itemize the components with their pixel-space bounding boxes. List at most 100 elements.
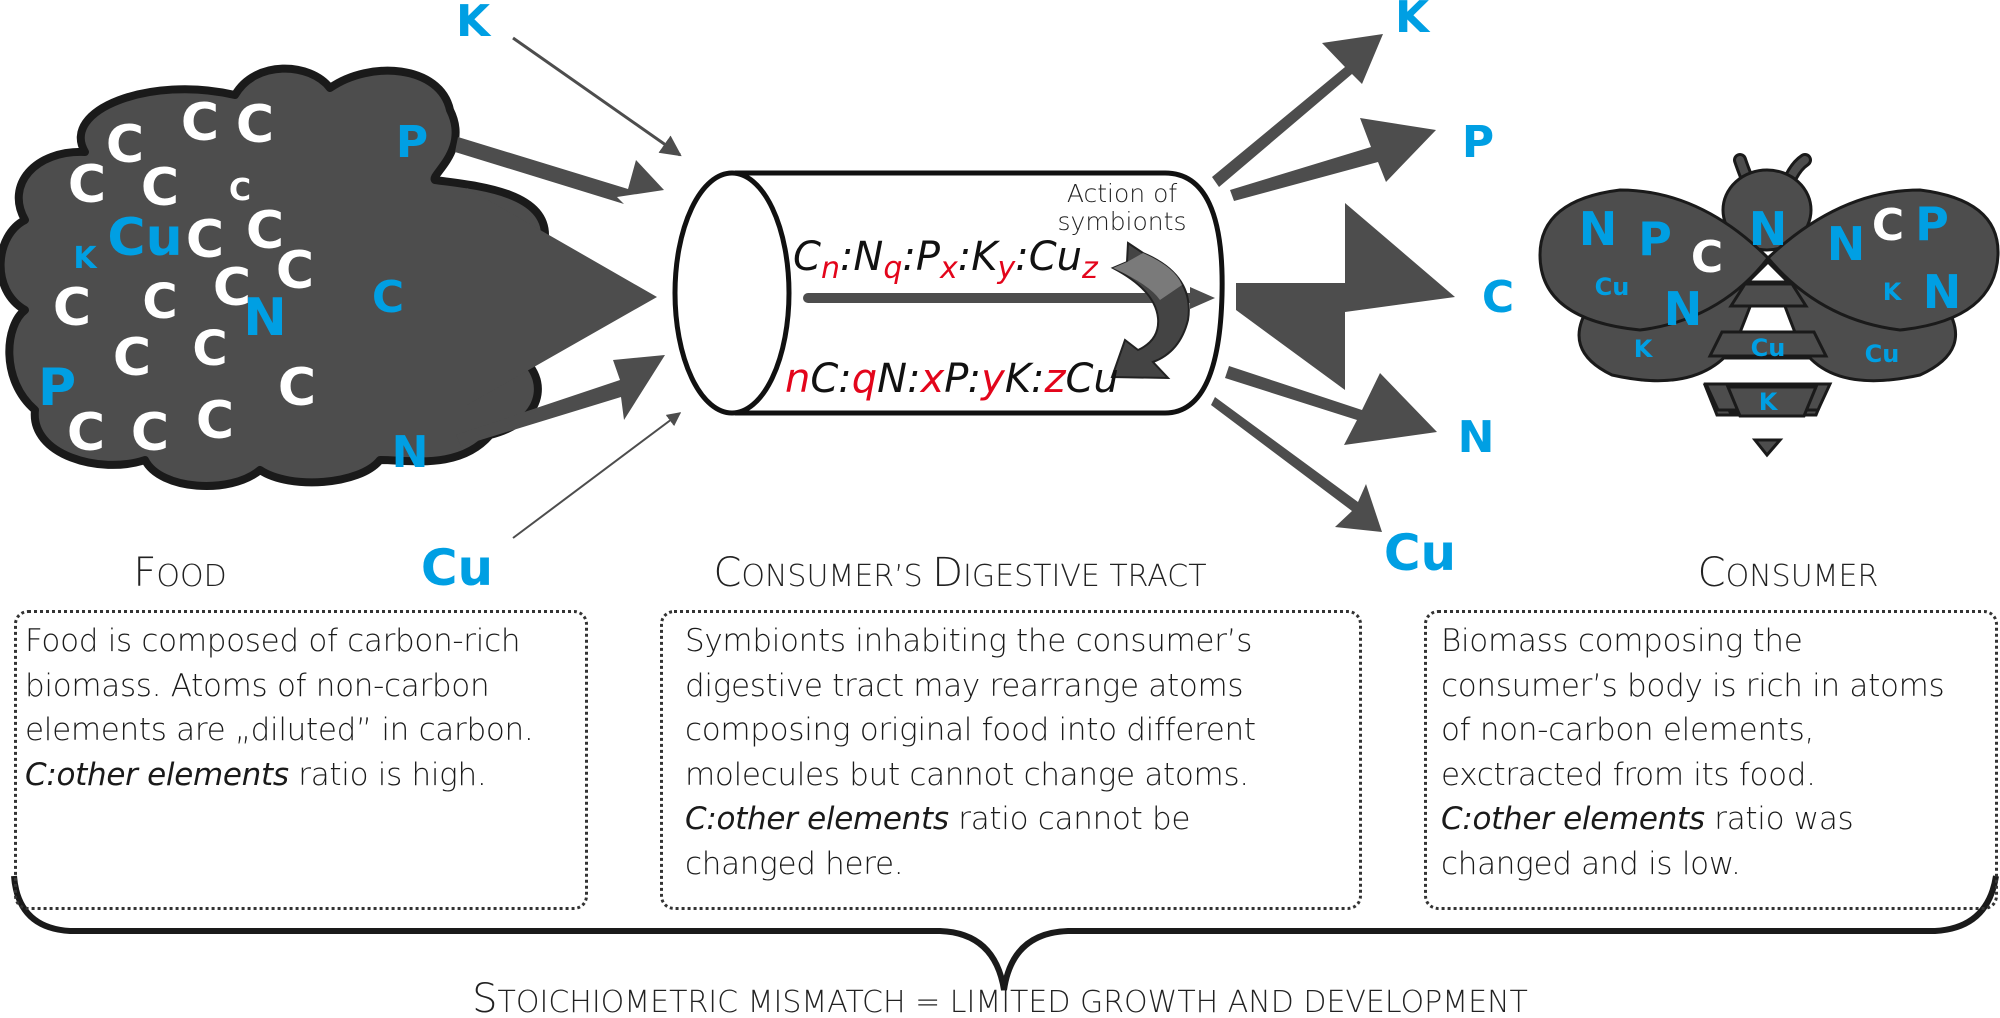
food-atom-c: C [229,173,251,208]
tract-flow-arrowhead [1190,287,1215,309]
formula-bottom-coefficient: q [852,356,877,402]
description-text: Symbionts inhabiting the consumer’s [685,623,1253,659]
output-label-cu: Cu [1384,524,1456,582]
consumer-atom-k: K [1883,278,1903,306]
food-atom-c: C [67,403,105,463]
description-line: C:other elements ratio was [1441,797,1995,842]
food-atom-c: C [192,321,227,377]
description-text: Food is composed of carbon-rich [25,623,521,659]
input-arrow-n [456,355,665,446]
description-text: consumer’s body is rich in atoms [1441,667,1945,704]
description-line: Symbionts inhabiting the consumer’s [685,619,1359,664]
description-line: Food is composed of carbon-rich [25,619,585,664]
formula-bottom-coefficient: y [980,356,1006,402]
consumer-atom-n: N [1749,202,1788,256]
consumer-atom-p: P [1915,197,1949,251]
description-text: elements are „diluted” in carbon. [25,712,534,748]
food-atom-c: C [236,95,274,155]
consumer-atom-c: C [1872,200,1904,251]
description-text: ratio cannot be [948,801,1191,837]
consumer-atom-cu: Cu [1751,334,1786,362]
description-line: digestive tract may rearrange atoms [685,664,1359,709]
food-atom-n: N [243,288,287,348]
bee-abdomen-band-d [1725,385,1819,418]
formula-bottom-element: Cu [1066,356,1119,402]
action-of-symbionts-label-line2: symbionts [1058,207,1187,236]
description-text: digestive tract may rearrange atoms [685,667,1244,704]
ratio-term: C:other elements [685,801,949,837]
consumer-atom-k: K [1759,388,1779,416]
summary-curly-brace [11,875,1999,991]
food-atom-c: C [53,278,91,338]
food-cloud-shape [0,64,550,490]
output-arrow-p [1230,118,1436,201]
description-line: biomass. Atoms of non-carbon [25,664,585,709]
output-arrow-n [1225,366,1437,445]
formula-bottom-element: N: [877,356,920,402]
description-line: elements are „diluted” in carbon. [25,708,585,753]
description-line: C:other elements ratio cannot be [685,797,1359,842]
description-text: ratio is high. [288,756,487,793]
food-atom-c: C [276,241,314,301]
input-arrow-k [512,36,682,157]
formula-bottom-coefficient: n [785,356,810,402]
food-atom-p: P [38,358,76,418]
digestive-tract-cylinder [672,170,1225,416]
action-of-symbionts-label-line1: Action of [1067,179,1178,208]
description-text: composing original food into different [685,712,1256,748]
description-text: ratio was [1704,801,1854,837]
digestive-tract-heading: CONSUMER’S DIGESTIVE TRACT [713,550,1206,596]
formula-top-subscript: x [939,251,958,286]
bee-wing-left-upper [1538,188,1770,332]
formula-top-element: :P [902,234,940,280]
description-text: changed and is low. [1441,845,1741,882]
formula-ratio-subscripts: Cn:Nq:Px:Ky:Cuz [793,234,1099,286]
food-atom-c: C [141,158,179,218]
formula-bottom-coefficient: x [919,356,945,402]
food-atom-c: C [186,210,224,270]
formula-top-subscript: q [883,251,902,286]
consumer-atom-n: N [1579,202,1618,256]
food-atom-c: C [181,93,219,153]
description-text: biomass. Atoms of non-carbon [25,667,490,704]
symbiont-arrow-highlight [1113,253,1182,300]
formula-ratio-coefficients: nC:qN:xP:yK:zCu [785,356,1119,402]
formula-top-element: C [793,234,821,280]
consumer-atom-n: N [1664,282,1703,336]
bee-head [1721,168,1813,252]
description-text: changed here. [685,845,904,882]
ratio-term: C:other elements [1441,801,1705,837]
consumer-atom-cu: Cu [1865,340,1900,368]
description-text: molecules but cannot change atoms. [685,756,1249,793]
consumer-atom-n: N [1827,217,1866,271]
consumer-atom-p: P [1638,212,1672,266]
description-line: C:other elements ratio is high. [25,753,585,798]
food-atom-c: C [106,115,144,175]
bee-stinger [1751,438,1784,458]
bee-abdomen [1703,259,1833,418]
description-text: exctracted from its food. [1441,756,1816,793]
output-label-p: P [1462,117,1494,168]
formula-top-element: :Cu [1015,234,1082,280]
formula-top-subscript: y [997,251,1017,286]
food-atom-k: K [73,241,98,276]
input-label-c: C [372,272,404,323]
output-arrow-cu [1211,397,1382,532]
bee-abdomen-band-top [1744,259,1792,284]
description-line: exctracted from its food. [1441,753,1995,798]
description-text: Biomass composing the [1441,623,1803,659]
input-arrows [440,36,682,539]
food-atom-c: C [131,403,169,463]
formula-bottom-element: K: [1005,356,1045,402]
input-arrow-c [440,188,657,405]
ratio-term: C:other elements [25,756,289,793]
consumer-description-box: Biomass composing the consumer’s body is … [1424,610,1998,910]
description-line: changed here. [685,842,1359,887]
cylinder-opening [672,170,792,416]
formula-bottom-coefficient: z [1044,356,1067,402]
output-arrow-k [1212,34,1383,187]
